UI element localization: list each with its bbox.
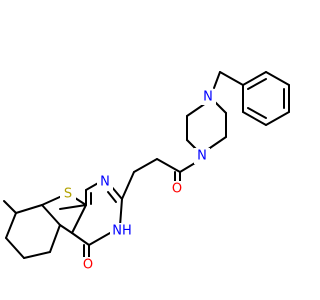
bond xyxy=(265,111,290,126)
molecule-structure-diagram: N N O N S NH O xyxy=(3,71,290,273)
bond xyxy=(133,158,158,173)
bond xyxy=(247,107,267,119)
bond xyxy=(186,139,197,150)
bond xyxy=(71,232,90,246)
bond xyxy=(88,232,111,246)
bond xyxy=(23,251,51,259)
bond xyxy=(5,212,17,239)
bond xyxy=(156,158,181,173)
bond xyxy=(213,71,221,89)
bond xyxy=(49,224,61,253)
bond xyxy=(247,78,267,90)
bond xyxy=(3,200,17,214)
atom-label-n-pyrimidine: N xyxy=(100,175,110,190)
atom-label-n-piperazine-top: N xyxy=(203,90,213,105)
bond xyxy=(119,198,123,227)
bond xyxy=(107,191,117,203)
bond xyxy=(265,71,290,86)
bond xyxy=(41,195,63,206)
bond xyxy=(71,204,87,234)
bond xyxy=(179,162,196,173)
atom-label-bg xyxy=(80,257,96,273)
atom-label-bg xyxy=(60,186,76,202)
bond xyxy=(219,71,244,86)
atom-label-nh-pyrimidine: NH xyxy=(112,224,132,239)
atom-label-o-amide: O xyxy=(172,182,182,197)
bond xyxy=(41,204,61,226)
bond xyxy=(242,111,267,126)
atom-labels: N N O N S NH O xyxy=(60,89,216,273)
atom-label-o-ketone: O xyxy=(83,258,93,273)
atom-label-bg xyxy=(110,223,134,239)
bond xyxy=(59,224,73,234)
bond xyxy=(121,171,135,200)
bond xyxy=(206,136,227,151)
bond xyxy=(15,204,43,214)
atom-label-bg xyxy=(200,89,216,105)
atom-label-n-piperazine-bottom: N xyxy=(197,149,207,164)
bond xyxy=(242,71,267,86)
atom-label-bg xyxy=(97,174,113,190)
bonds xyxy=(3,71,290,259)
bond xyxy=(59,204,87,210)
atom-label-bg xyxy=(194,148,210,164)
atom-label-bg xyxy=(169,181,185,197)
bond xyxy=(186,102,207,117)
bond xyxy=(5,237,25,259)
atom-label-s-thiophene: S xyxy=(64,187,72,202)
